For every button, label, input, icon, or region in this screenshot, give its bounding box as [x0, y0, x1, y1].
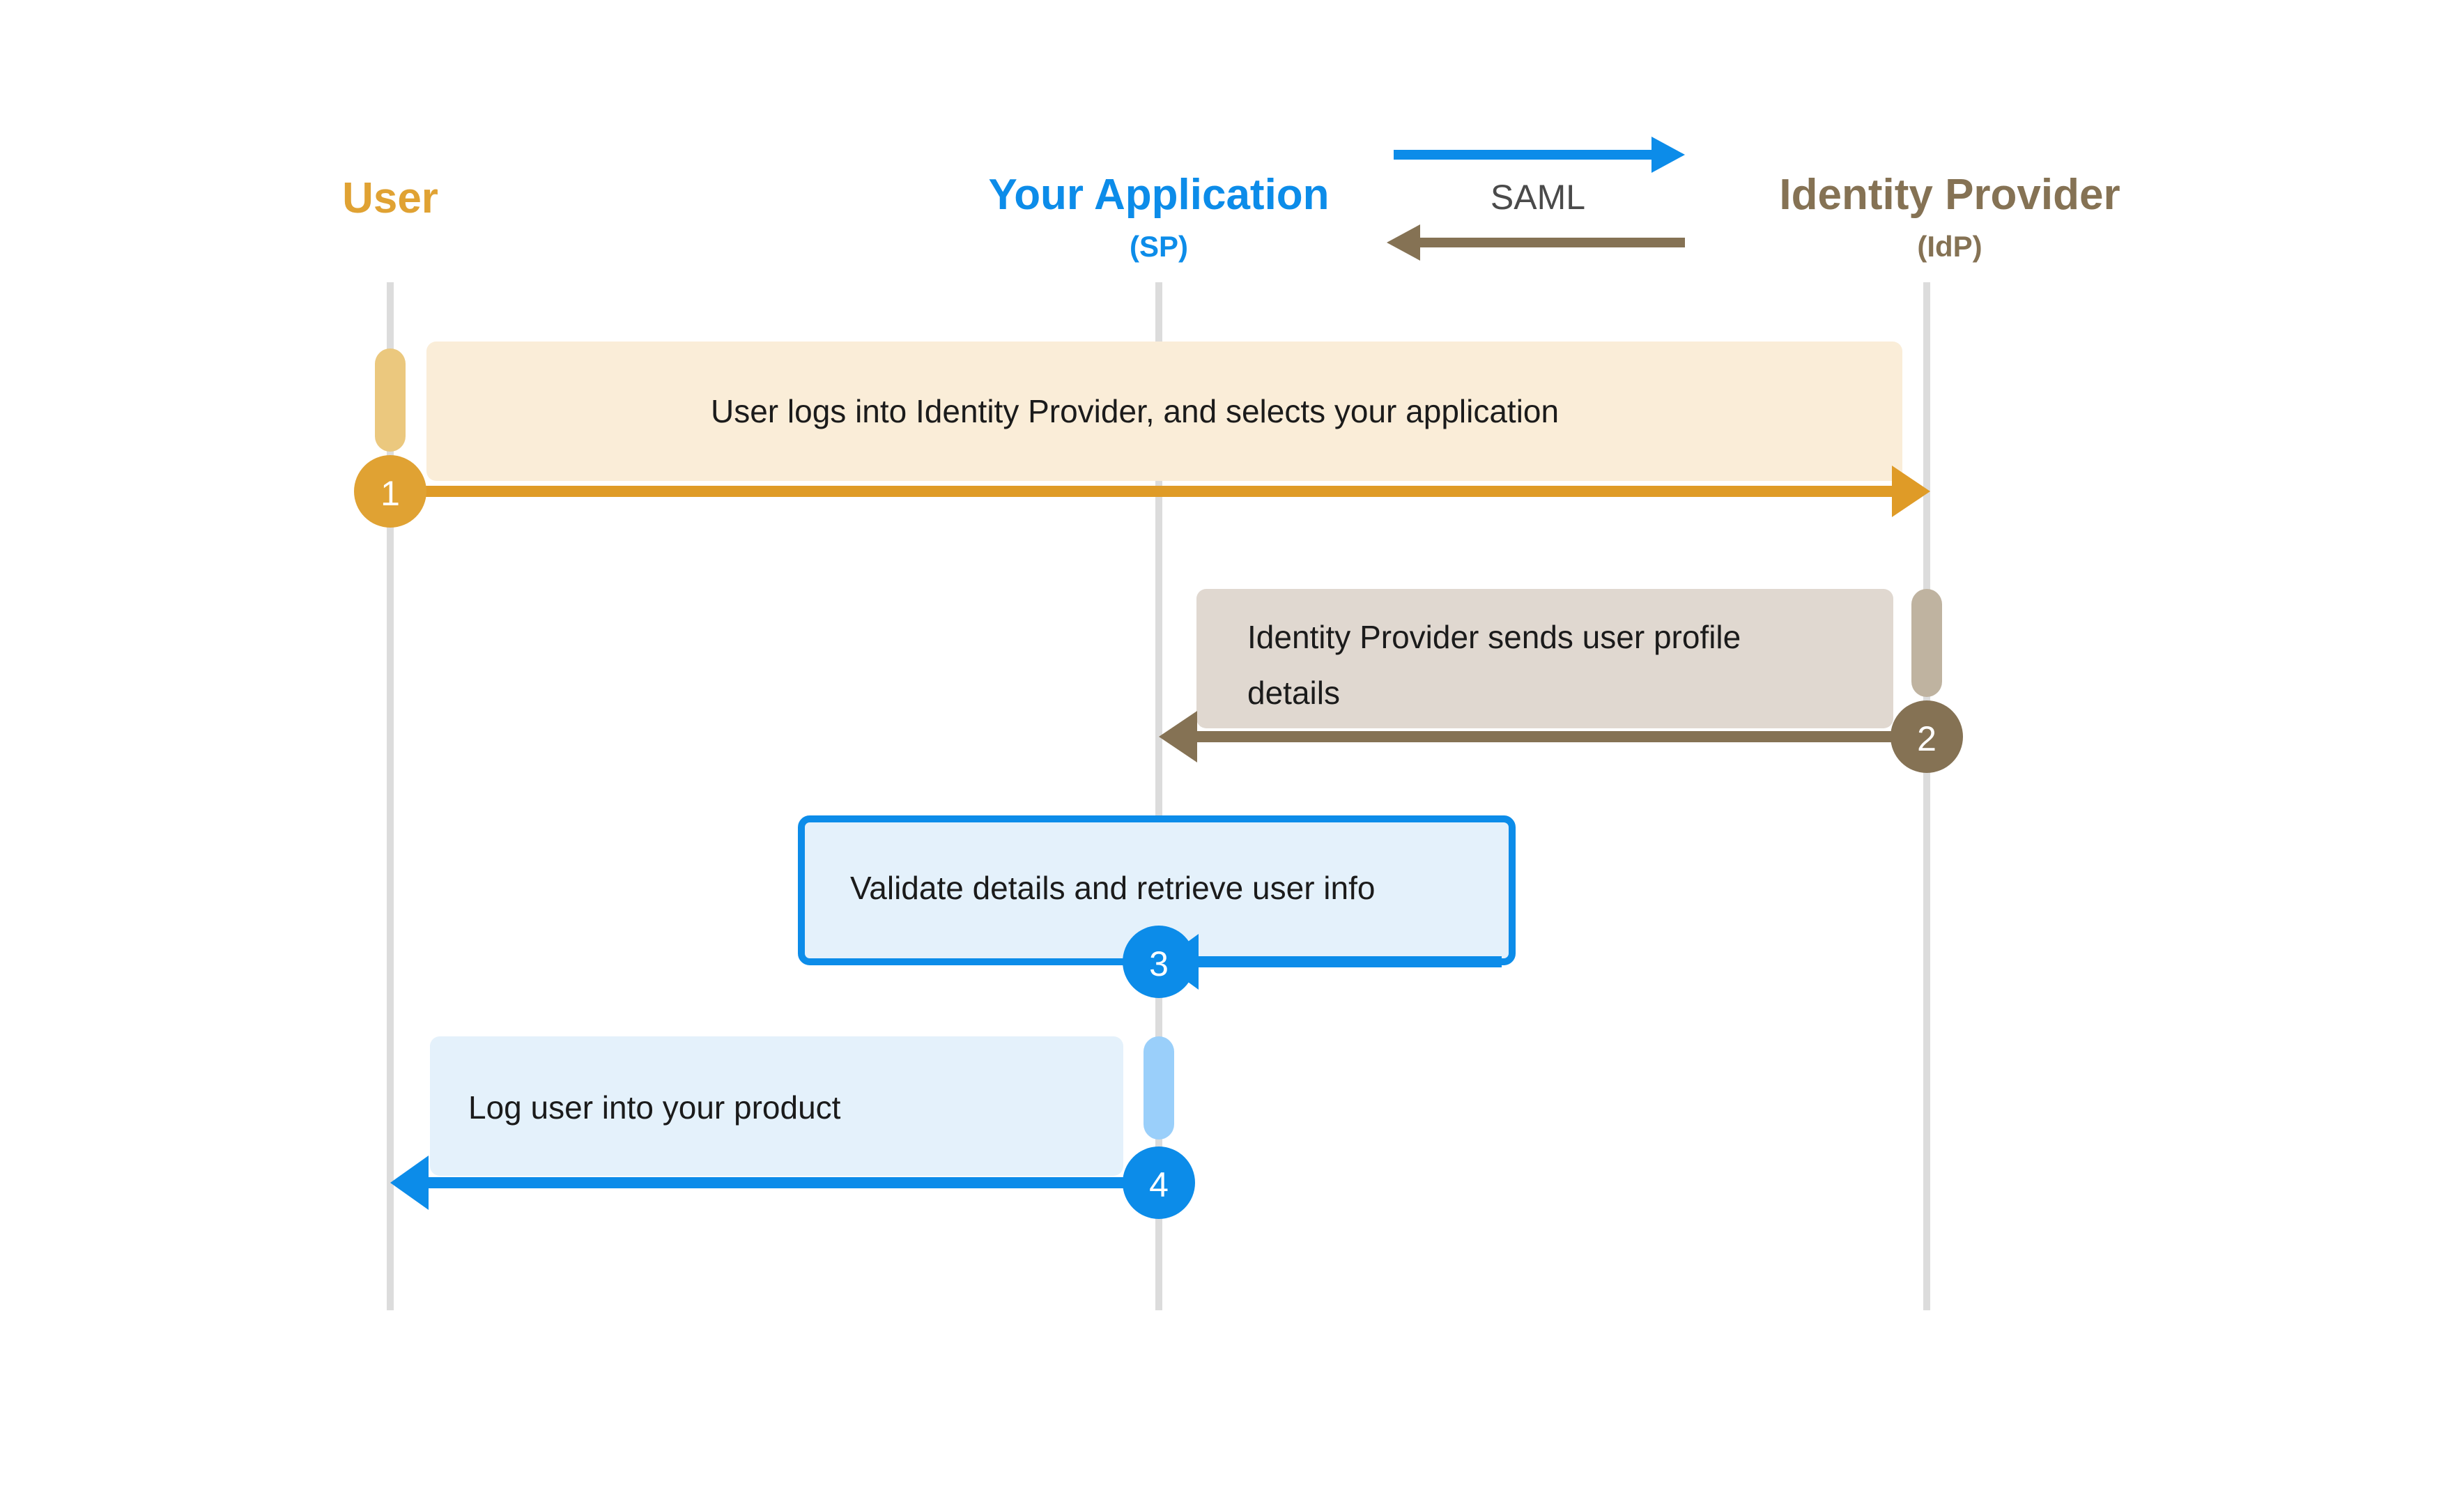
step-4-message-text: Log user into your product: [468, 1089, 841, 1126]
actor-header-idp[interactable]: Identity Provider (IdP): [1779, 171, 2120, 263]
actor-subtitle-idp: (IdP): [1917, 230, 1982, 263]
step-1-message-box: [426, 342, 1902, 481]
actor-subtitle-app: (SP): [1130, 230, 1188, 263]
actor-header-app[interactable]: Your Application (SP): [988, 171, 1329, 263]
protocol-response-arrow-icon: [1387, 224, 1685, 261]
protocol-request-arrow-icon: [1394, 137, 1685, 173]
protocol-legend: SAML: [1387, 137, 1685, 261]
step-4-badge-number: 4: [1149, 1165, 1169, 1204]
activation-bar-user: [375, 348, 406, 452]
step-4-badge[interactable]: 4: [1123, 1146, 1195, 1219]
step-3-message-text: Validate details and retrieve user info: [850, 870, 1375, 906]
step-1-badge[interactable]: 1: [354, 455, 426, 528]
activation-bar-idp: [1911, 589, 1942, 697]
actor-title-user: User: [342, 174, 438, 222]
protocol-label: SAML: [1491, 178, 1585, 217]
step-1-badge-number: 1: [380, 474, 400, 513]
step-1-message-text: User logs into Identity Provider, and se…: [711, 393, 1559, 429]
actor-header-user[interactable]: User: [342, 174, 438, 222]
step-2-arrow-icon: [1159, 711, 1927, 762]
step-3-badge-number: 3: [1149, 944, 1169, 983]
step-3[interactable]: Validate details and retrieve user info …: [798, 815, 1516, 998]
actor-title-app: Your Application: [988, 171, 1329, 219]
step-1-arrow-icon: [390, 466, 1930, 517]
actor-title-idp: Identity Provider: [1779, 171, 2120, 219]
step-2[interactable]: Identity Provider sends user profile det…: [1159, 589, 1963, 773]
step-2-message-text-line-1: Identity Provider sends user profile: [1247, 619, 1741, 655]
step-2-message-text-line-2: details: [1247, 675, 1340, 711]
step-2-badge-number: 2: [1917, 719, 1936, 758]
step-2-badge[interactable]: 2: [1891, 700, 1963, 773]
step-3-badge[interactable]: 3: [1123, 926, 1195, 998]
step-2-message-box: [1196, 589, 1893, 728]
step-4-message-box: [430, 1036, 1123, 1176]
step-4[interactable]: Log user into your product 4: [390, 1036, 1195, 1219]
step-1[interactable]: User logs into Identity Provider, and se…: [354, 342, 1930, 528]
activation-bar-app: [1144, 1036, 1174, 1140]
step-4-arrow-icon: [390, 1156, 1159, 1210]
